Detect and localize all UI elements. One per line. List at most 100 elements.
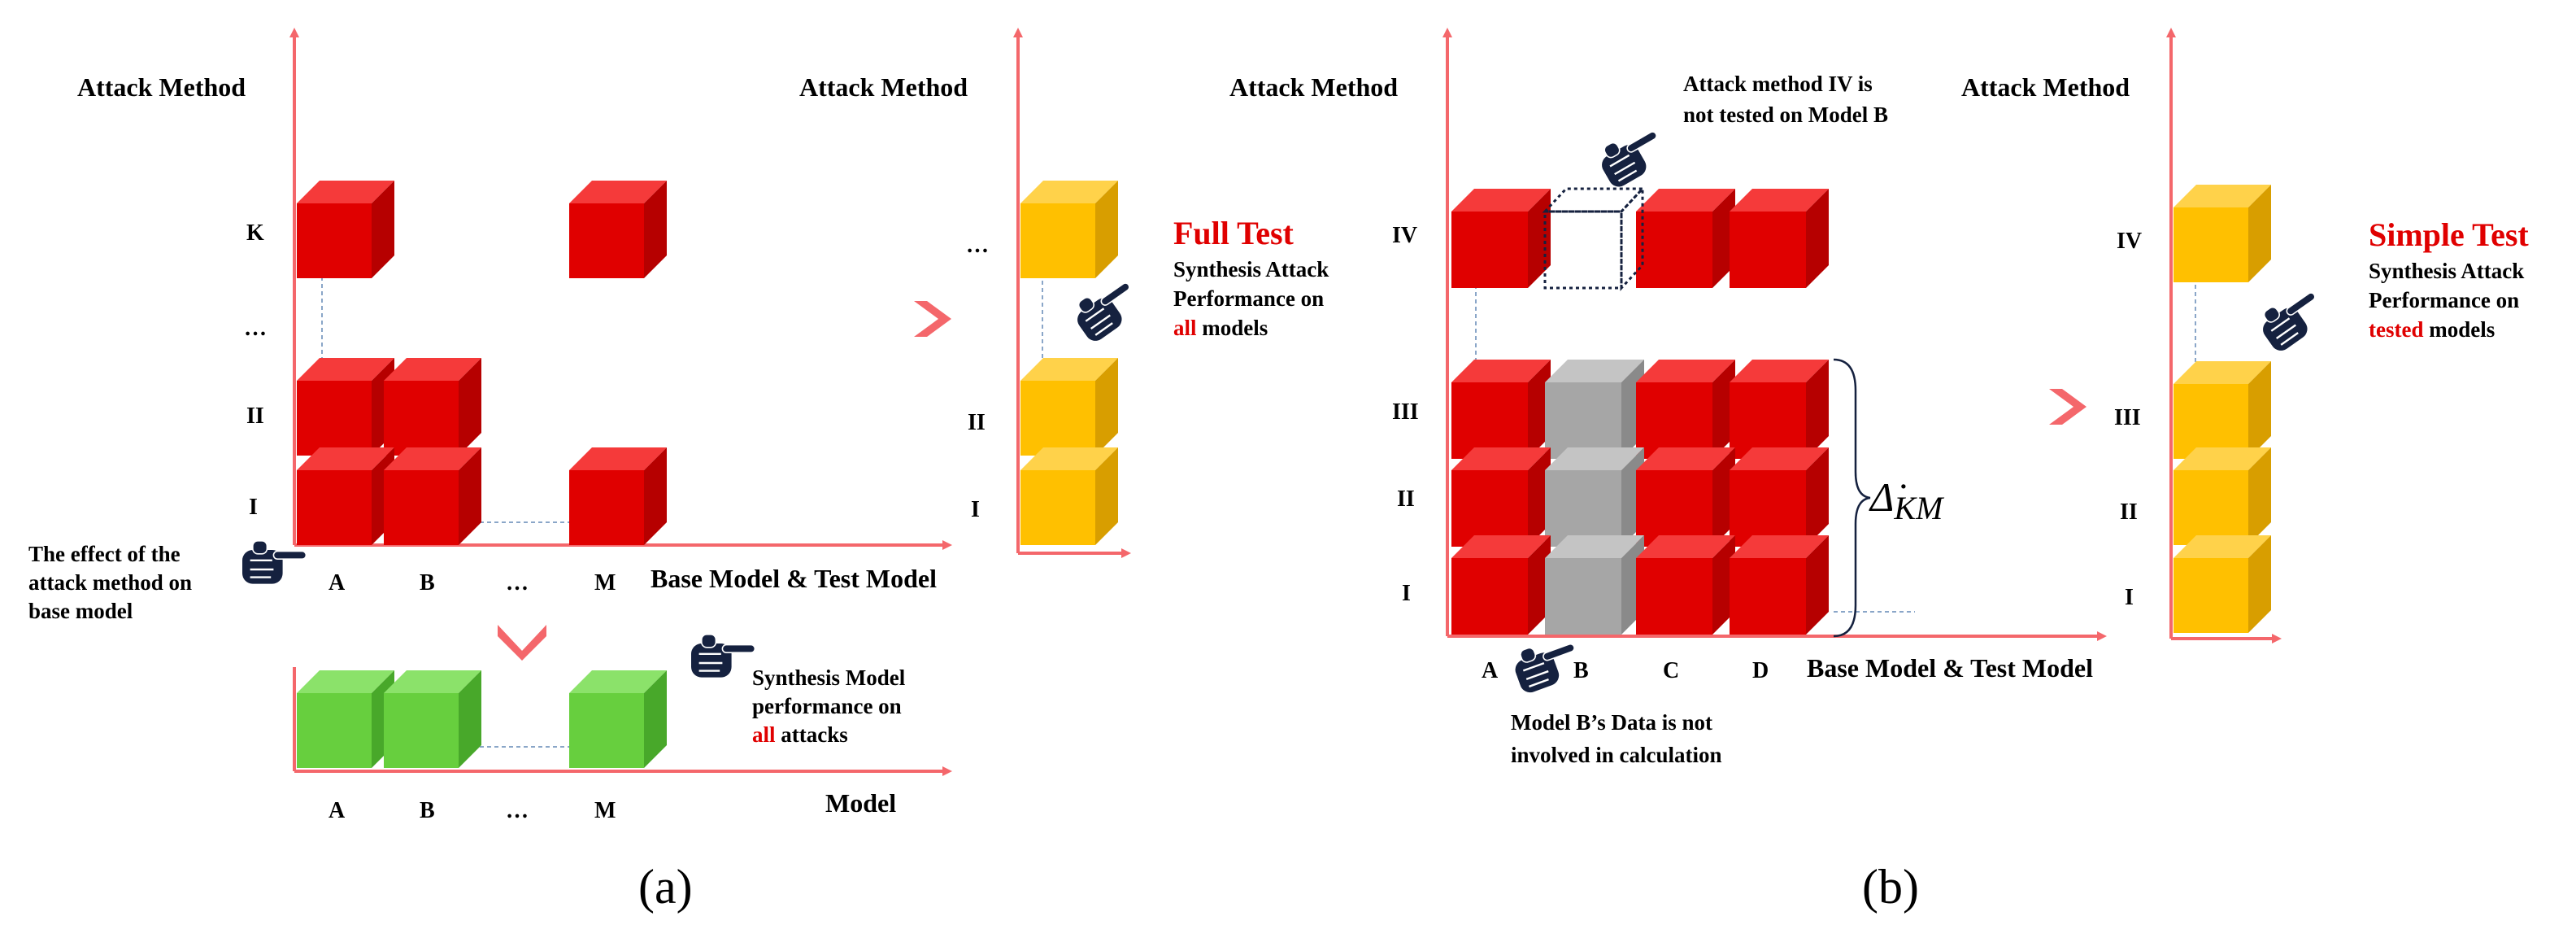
x-tick-m: M xyxy=(594,570,616,596)
y-tick-i: I xyxy=(1402,581,1411,606)
panel-a-caption: (a) xyxy=(638,860,693,914)
panel-b-x-ticks: A B C D xyxy=(1482,658,1769,683)
tail-word: attacks xyxy=(781,722,848,747)
simple-test-label: Simple Test Synthesis Attack Performance… xyxy=(2369,216,2529,342)
full-test-line: Performance on xyxy=(1173,286,1324,311)
model-tick-ellipsis: … xyxy=(506,798,529,823)
x-tick-b: B xyxy=(1573,658,1589,683)
down-chevron-icon xyxy=(498,625,546,661)
gray-cube xyxy=(1545,360,1644,459)
full-test-line: Synthesis Attack xyxy=(1173,257,1329,281)
panel-b-x-axis-title: Base Model & Test Model xyxy=(1807,653,2093,683)
y-tick-iii: III xyxy=(1392,399,1419,425)
full-test-label: Full Test Synthesis Attack Performance o… xyxy=(1173,215,1329,340)
note-line: not tested on Model B xyxy=(1683,103,1888,127)
panel-a-x-axis-title: Base Model & Test Model xyxy=(651,564,937,593)
x-tick-d: D xyxy=(1752,658,1769,683)
red-cube xyxy=(1730,535,1829,635)
result-tick-ellipsis: … xyxy=(966,233,989,258)
red-cube xyxy=(1636,447,1735,547)
model-ticks: A B … M xyxy=(329,798,616,823)
y-tick-iv: IV xyxy=(1392,223,1417,248)
result-tick-i: I xyxy=(2125,585,2134,610)
result-axis-title: Attack Method xyxy=(799,72,968,102)
yellow-cube xyxy=(1020,358,1118,456)
note-line: The effect of the xyxy=(28,542,181,566)
result-tick-iv: IV xyxy=(2117,229,2142,254)
brace xyxy=(1833,358,1871,638)
y-tick-i: I xyxy=(249,495,258,520)
gray-cube xyxy=(1545,447,1644,547)
pointing-hand-icon xyxy=(691,633,756,678)
x-tick-ellipsis: … xyxy=(506,570,529,596)
yellow-cube xyxy=(2174,185,2271,282)
red-cube xyxy=(1730,360,1829,459)
yellow-cube xyxy=(2174,361,2271,459)
red-cube xyxy=(297,358,394,456)
x-tick-c: C xyxy=(1663,658,1679,683)
pointing-hand-icon xyxy=(2252,281,2332,356)
emph-word: all xyxy=(1173,316,1197,340)
gray-cube xyxy=(1545,535,1644,635)
green-cube xyxy=(569,670,667,768)
note-line: Attack method IV is xyxy=(1683,72,1873,96)
green-cube xyxy=(384,670,481,768)
delta-km: Δ̇KM xyxy=(1869,474,1945,526)
pointing-hand-icon xyxy=(1592,120,1672,192)
note-excluded: Model B’s Data is not involved in calcul… xyxy=(1511,710,1722,767)
red-cube xyxy=(1636,360,1735,459)
panel-a-model-cubes xyxy=(297,670,667,768)
note-line: Model B’s Data is not xyxy=(1511,710,1712,735)
panel-b-cube-grid xyxy=(1451,189,1829,635)
red-cube xyxy=(1451,535,1551,635)
panel-a-y-ticks: K … II I xyxy=(244,220,267,520)
red-cube xyxy=(384,358,481,456)
panel-b-y-ticks: IV III II I xyxy=(1392,223,1419,606)
note-line: all attacks xyxy=(752,722,848,747)
model-tick-b: B xyxy=(420,798,435,823)
note-effect: The effect of the attack method on base … xyxy=(28,542,192,623)
note-line: attack method on xyxy=(28,570,192,595)
panel-b: Attack Method Base Model & Test Model IV… xyxy=(1229,28,2529,914)
yellow-cube xyxy=(2174,535,2271,633)
yellow-cube xyxy=(1020,447,1118,545)
note-line: performance on xyxy=(752,694,902,718)
pointing-hand-icon xyxy=(242,539,307,585)
full-test-cubes xyxy=(1020,181,1118,545)
untested-cube xyxy=(1542,185,1646,291)
red-cube xyxy=(1451,447,1551,547)
red-cube xyxy=(1730,447,1829,547)
model-tick-m: M xyxy=(594,798,616,823)
green-cube xyxy=(297,670,394,768)
note-untested: Attack method IV is not tested on Model … xyxy=(1683,72,1888,127)
full-test-line: all models xyxy=(1173,316,1268,340)
red-cube xyxy=(297,447,394,545)
right-chevron-icon xyxy=(2049,389,2086,425)
red-cube xyxy=(569,447,667,545)
simple-test-line: Synthesis Attack xyxy=(2369,259,2524,283)
emph-word: tested xyxy=(2369,317,2423,342)
simple-test-line: Performance on xyxy=(2369,288,2519,312)
red-cube xyxy=(1636,535,1735,635)
result-tick-i: I xyxy=(971,497,980,522)
y-tick-ii: II xyxy=(1397,486,1415,512)
delta-subscript: KM xyxy=(1893,490,1945,526)
panel-a: Attack Method Base Model & Test Model K … xyxy=(28,28,1329,914)
emph-word: all xyxy=(752,722,776,747)
red-cube xyxy=(384,447,481,545)
simple-test-cubes xyxy=(2174,185,2271,633)
panel-a-cube-grid xyxy=(297,181,667,545)
simple-test-line: tested models xyxy=(2369,317,2495,342)
panel-a-x-ticks: A B … M xyxy=(329,570,616,596)
red-cube xyxy=(1451,360,1551,459)
y-tick-k: K xyxy=(246,220,264,246)
note-model: Synthesis Model performance on all attac… xyxy=(752,665,906,747)
red-cube xyxy=(1730,189,1829,288)
red-cube xyxy=(1451,189,1551,288)
result-axis-title: Attack Method xyxy=(1961,72,2130,102)
model-axis-title: Model xyxy=(825,788,896,818)
result-tick-ii: II xyxy=(2120,500,2138,525)
note-line: base model xyxy=(28,599,133,623)
yellow-cube xyxy=(2174,447,2271,545)
